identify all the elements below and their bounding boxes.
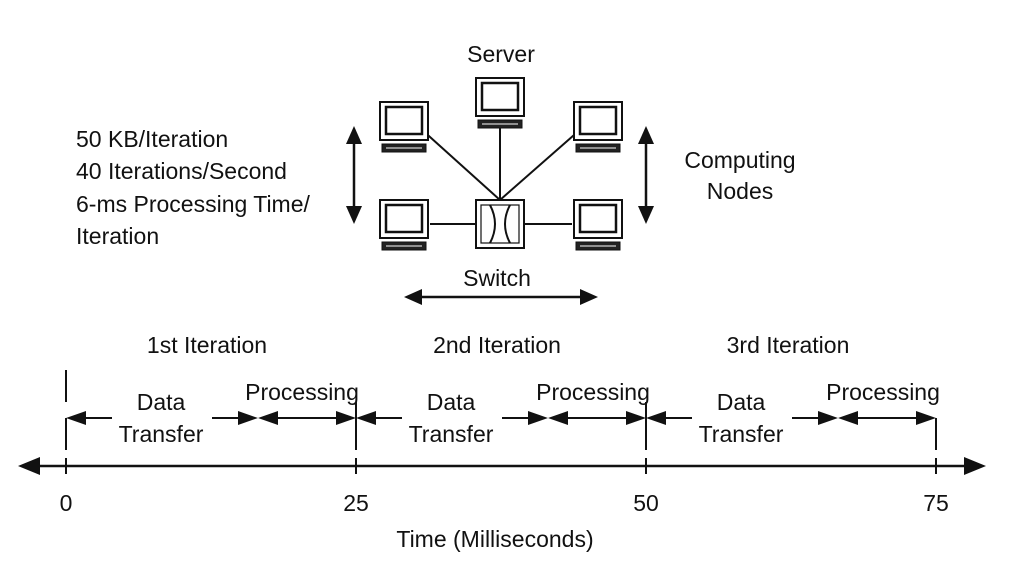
- tick-label-50: 50: [633, 490, 659, 516]
- iteration-title: 1st Iteration: [147, 332, 267, 358]
- right-vertical-double-arrow: [638, 126, 654, 224]
- processing-label: Processing: [826, 379, 940, 405]
- computing-nodes-label-line2: Nodes: [707, 178, 773, 204]
- data-transfer-label-line1: Data: [427, 389, 476, 415]
- data-transfer-label-line2: Transfer: [699, 421, 784, 447]
- server-label: Server: [467, 41, 535, 67]
- processing-label: Processing: [245, 379, 359, 405]
- spec-line-3: 6-ms Processing Time/: [76, 191, 311, 217]
- switch-label: Switch: [463, 265, 531, 291]
- server-computer-icon: [474, 76, 526, 130]
- tick-label-0: 0: [60, 490, 73, 516]
- phase-arrows: [65, 370, 937, 450]
- data-transfer-label-line1: Data: [137, 389, 186, 415]
- tick-label-75: 75: [923, 490, 949, 516]
- computing-nodes-label-line1: Computing: [684, 147, 795, 173]
- data-transfer-label-line1: Data: [717, 389, 766, 415]
- iteration-title: 2nd Iteration: [433, 332, 561, 358]
- time-axis: [18, 457, 986, 475]
- iteration-1: 1st Iteration Data Transfer Processing: [119, 332, 359, 447]
- data-transfer-label-line2: Transfer: [119, 421, 204, 447]
- iteration-2: 2nd Iteration Data Transfer Processing: [409, 332, 650, 447]
- node-top-left-computer-icon: [378, 100, 430, 154]
- iteration-3: 3rd Iteration Data Transfer Processing: [699, 332, 940, 447]
- processing-label: Processing: [536, 379, 650, 405]
- switch-icon: [475, 199, 525, 249]
- data-transfer-label-line2: Transfer: [409, 421, 494, 447]
- node-bottom-left-computer-icon: [378, 198, 430, 252]
- time-axis-label: Time (Milliseconds): [396, 526, 593, 552]
- network-connections: [419, 127, 583, 225]
- node-bottom-right-computer-icon: [572, 198, 624, 252]
- spec-line-2: 40 Iterations/Second: [76, 158, 287, 184]
- spec-line-4: Iteration: [76, 223, 159, 249]
- spec-line-1: 50 KB/Iteration: [76, 126, 228, 152]
- tick-label-25: 25: [343, 490, 369, 516]
- switch-horizontal-double-arrow: [404, 289, 598, 305]
- left-vertical-double-arrow: [346, 126, 362, 224]
- iteration-title: 3rd Iteration: [727, 332, 850, 358]
- node-top-right-computer-icon: [572, 100, 624, 154]
